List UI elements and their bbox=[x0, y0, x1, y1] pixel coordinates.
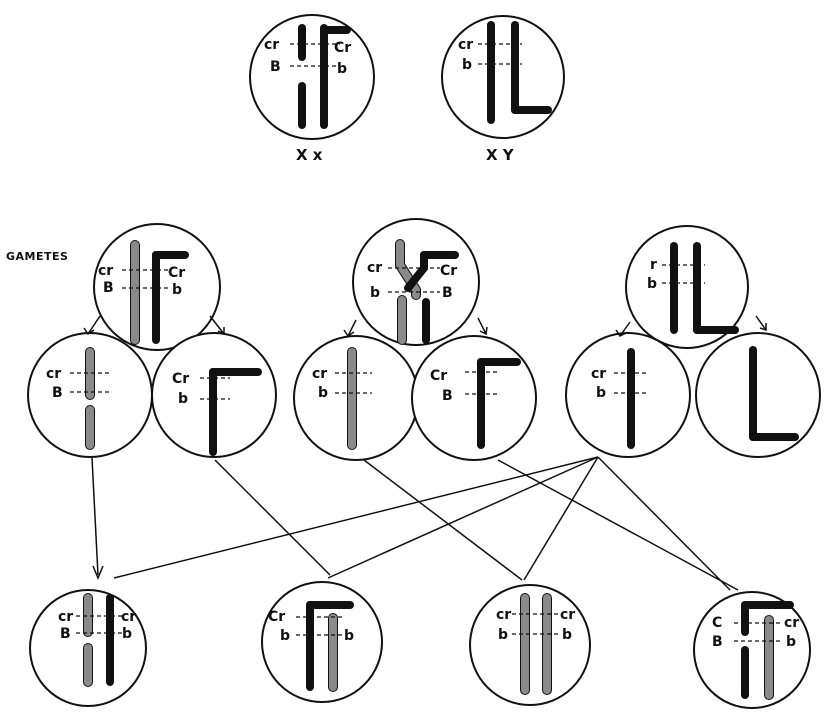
label: b bbox=[647, 276, 657, 292]
label: b bbox=[344, 628, 354, 644]
label: B bbox=[103, 280, 114, 296]
label: b bbox=[596, 385, 606, 401]
label: cr bbox=[367, 260, 382, 276]
label: B bbox=[712, 634, 723, 650]
label: b bbox=[370, 285, 380, 301]
label: Cr bbox=[172, 371, 189, 387]
label: B bbox=[442, 388, 453, 404]
label: cr bbox=[264, 37, 279, 53]
label: B bbox=[442, 285, 453, 301]
label: Cr bbox=[268, 609, 285, 625]
parent-male-caption: X Y bbox=[486, 146, 515, 164]
cross-lines bbox=[91, 456, 739, 591]
gamete-group-2: cr b Cr B cr b Cr B bbox=[293, 218, 537, 461]
label: b bbox=[462, 57, 472, 73]
label: cr bbox=[312, 366, 327, 382]
label: b bbox=[122, 626, 132, 642]
label: cr bbox=[58, 609, 73, 625]
label: r bbox=[650, 257, 657, 273]
parent-male-cell: cr b bbox=[441, 15, 565, 139]
offspring-1: cr B cr b bbox=[29, 589, 147, 707]
label: C bbox=[712, 615, 722, 631]
label: b bbox=[337, 61, 347, 77]
parent-female-caption: X x bbox=[296, 146, 323, 164]
label: cr bbox=[591, 366, 606, 382]
label: b bbox=[280, 628, 290, 644]
label: cr bbox=[121, 609, 136, 625]
label: Cr bbox=[430, 368, 447, 384]
parent-female-cell: cr B Cr b bbox=[249, 14, 375, 140]
label: b bbox=[562, 627, 572, 643]
label: b bbox=[178, 391, 188, 407]
label: b bbox=[318, 385, 328, 401]
offspring-3: cr b cr b bbox=[469, 584, 591, 706]
offspring-4: C B cr b bbox=[693, 591, 811, 709]
label: Cr bbox=[440, 263, 457, 279]
label: B bbox=[52, 385, 63, 401]
label: cr bbox=[496, 607, 511, 623]
label: cr bbox=[46, 366, 61, 382]
label: b bbox=[786, 634, 796, 650]
gametes-heading: GAMETES bbox=[6, 250, 68, 263]
gamete-group-1: cr B Cr b cr B Cr b bbox=[27, 223, 277, 458]
label: cr bbox=[458, 37, 473, 53]
label: B bbox=[270, 59, 281, 75]
label: cr bbox=[98, 263, 113, 279]
label: cr bbox=[560, 607, 575, 623]
label: b bbox=[498, 627, 508, 643]
label: b bbox=[172, 282, 182, 298]
label: cr bbox=[784, 615, 799, 631]
gamete-group-3: r b cr b bbox=[565, 225, 821, 458]
label: Cr bbox=[334, 40, 351, 56]
label: B bbox=[60, 626, 71, 642]
offspring-2: Cr b b bbox=[261, 581, 383, 703]
label: Cr bbox=[168, 265, 185, 281]
